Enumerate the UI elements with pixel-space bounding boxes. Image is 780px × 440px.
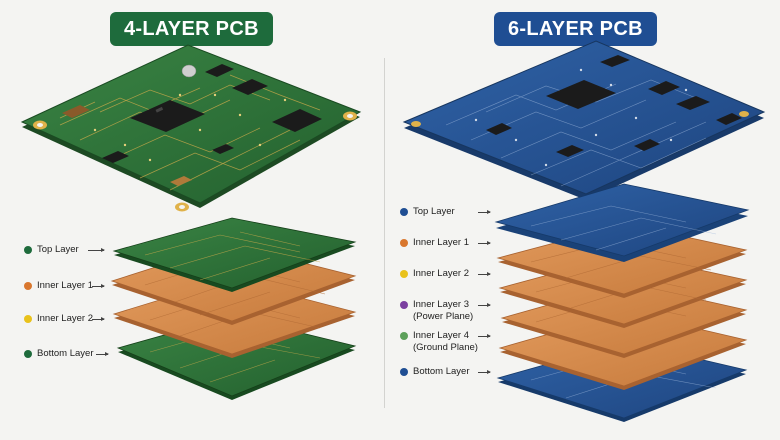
six-layer-legend-inner3: Inner Layer 3 (Power Plane) xyxy=(400,299,473,323)
four-layer-title: 4-LAYER PCB xyxy=(110,12,273,46)
legend-dot xyxy=(24,282,32,290)
six-layer-title: 6-LAYER PCB xyxy=(494,12,657,46)
legend-label-main: Inner Layer 3 xyxy=(413,299,469,310)
legend-label: Inner Layer 2 xyxy=(37,313,93,324)
four-layer-panel: 4-LAYER PCB xyxy=(0,0,384,440)
six-layer-illustration xyxy=(402,40,766,422)
arrow-icon xyxy=(88,248,105,252)
arrow-icon xyxy=(478,370,491,374)
four-layer-legend-inner2: Inner Layer 2 xyxy=(24,313,93,325)
arrow-icon xyxy=(478,272,491,276)
six-layer-top-sheet xyxy=(494,183,750,262)
legend-dot xyxy=(400,239,408,247)
panel-divider xyxy=(384,58,385,408)
legend-label: Inner Layer 3 (Power Plane) xyxy=(413,299,473,323)
legend-dot xyxy=(400,301,408,309)
four-layer-legend-inner1: Inner Layer 1 xyxy=(24,280,93,292)
arrow-icon xyxy=(92,317,105,321)
arrow-icon xyxy=(478,303,491,307)
six-layer-legend-inner1: Inner Layer 1 xyxy=(400,237,469,249)
six-layer-legend-bottom: Bottom Layer xyxy=(400,366,470,378)
legend-dot xyxy=(400,332,408,340)
six-layer-legend-inner4: Inner Layer 4 (Ground Plane) xyxy=(400,330,478,354)
six-layer-legend-top: Top Layer xyxy=(400,206,455,218)
legend-dot xyxy=(24,246,32,254)
legend-dot xyxy=(400,368,408,376)
legend-label: Bottom Layer xyxy=(37,348,94,359)
four-layer-illustration xyxy=(20,44,362,400)
legend-dot xyxy=(24,315,32,323)
legend-label: Bottom Layer xyxy=(413,366,470,377)
legend-label: Top Layer xyxy=(413,206,455,217)
legend-label: Inner Layer 2 xyxy=(413,268,469,279)
legend-dot xyxy=(24,350,32,358)
arrow-icon xyxy=(478,241,491,245)
four-layer-top-sheet xyxy=(112,217,357,292)
four-layer-legend-bottom: Bottom Layer xyxy=(24,348,94,360)
legend-label: Inner Layer 1 xyxy=(37,280,93,291)
legend-label: Top Layer xyxy=(37,244,79,255)
legend-label: Inner Layer 4 (Ground Plane) xyxy=(413,330,478,354)
six-layer-assembled-board xyxy=(402,40,766,200)
legend-sublabel: (Power Plane) xyxy=(413,311,474,322)
six-layer-panel: 6-LAYER PCB xyxy=(386,0,780,440)
arrow-icon xyxy=(478,334,491,338)
arrow-icon xyxy=(478,210,491,214)
legend-label-main: Inner Layer 4 xyxy=(413,330,469,341)
arrow-icon xyxy=(96,352,109,356)
legend-dot xyxy=(400,208,408,216)
four-layer-assembled-board xyxy=(20,44,362,212)
four-layer-legend-top: Top Layer xyxy=(24,244,79,256)
legend-sublabel: (Ground Plane) xyxy=(413,342,478,353)
legend-label: Inner Layer 1 xyxy=(413,237,469,248)
six-layer-legend-inner2: Inner Layer 2 xyxy=(400,268,469,280)
legend-dot xyxy=(400,270,408,278)
arrow-icon xyxy=(92,284,105,288)
